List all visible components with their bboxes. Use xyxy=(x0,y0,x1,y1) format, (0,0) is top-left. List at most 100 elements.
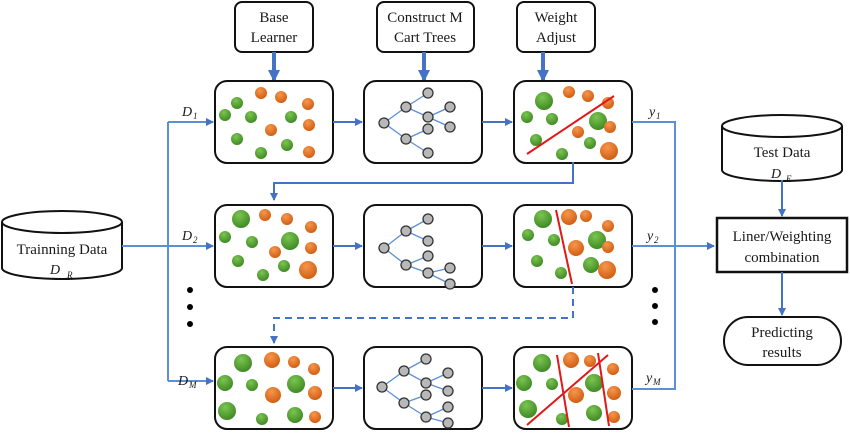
tree-node xyxy=(398,365,410,377)
svg-text:M: M xyxy=(188,380,197,390)
tree-node xyxy=(378,117,390,129)
green-sample xyxy=(585,374,603,392)
data-panel-row-1 xyxy=(214,80,334,164)
orange-sample xyxy=(269,246,281,258)
orange-sample xyxy=(308,363,320,375)
orange-sample xyxy=(607,386,621,400)
svg-text:y: y xyxy=(647,105,656,120)
orange-sample xyxy=(568,240,584,256)
test-data-sub: E xyxy=(785,174,792,184)
orange-sample xyxy=(602,241,614,253)
svg-text:y: y xyxy=(644,371,653,386)
tree-node xyxy=(420,353,432,365)
orange-sample xyxy=(309,411,321,423)
green-sample xyxy=(534,210,552,228)
orange-sample xyxy=(607,363,619,375)
green-sample xyxy=(281,139,293,151)
svg-text:M: M xyxy=(652,377,661,387)
tree-panel-row-2 xyxy=(363,204,483,290)
orange-sample xyxy=(305,242,317,254)
svg-text:D: D xyxy=(181,105,192,120)
tree-node xyxy=(422,123,434,135)
tree-node xyxy=(422,267,434,279)
green-sample xyxy=(287,375,305,393)
base-learner-line1: Base xyxy=(259,10,289,26)
green-sample xyxy=(255,147,267,159)
green-sample xyxy=(287,407,303,423)
construct-line1: Construct M xyxy=(387,10,462,26)
orange-sample xyxy=(265,387,281,403)
green-sample xyxy=(584,137,596,149)
tree-node xyxy=(442,401,454,413)
orange-sample xyxy=(563,86,575,98)
weight-adjust-box: Weight Adjust xyxy=(516,1,596,53)
training-data-label: Trainning Data xyxy=(17,242,108,258)
training-data-sub: R xyxy=(66,270,73,280)
green-sample xyxy=(535,92,553,110)
test-data-label: Test Data xyxy=(754,145,811,161)
predicting-results-box: Predicting results xyxy=(723,316,842,366)
orange-sample xyxy=(598,261,616,279)
green-sample xyxy=(555,267,567,279)
orange-sample xyxy=(561,209,577,225)
tree-node xyxy=(422,147,434,159)
data-panel-row-2 xyxy=(214,204,334,288)
orange-sample xyxy=(302,98,314,110)
green-sample xyxy=(546,113,558,125)
green-sample xyxy=(583,257,599,273)
tree-node xyxy=(442,367,454,379)
output-collector-line xyxy=(632,121,676,390)
orange-sample xyxy=(572,126,584,138)
orange-sample xyxy=(264,352,280,368)
ellipsis-right xyxy=(652,287,658,325)
orange-sample xyxy=(275,91,287,103)
svg-text:1: 1 xyxy=(656,111,661,121)
tree-node xyxy=(422,235,434,247)
green-sample xyxy=(519,400,537,418)
weight-adjust-line1: Weight xyxy=(535,10,579,26)
combination-box: Liner/Weighting combination xyxy=(715,216,849,274)
weight-adjust-line2: Adjust xyxy=(536,30,577,46)
green-sample xyxy=(232,255,244,267)
tree-node xyxy=(398,397,410,409)
svg-text:D: D xyxy=(177,374,188,389)
tree-node xyxy=(442,385,454,397)
orange-sample xyxy=(303,146,315,158)
orange-sample xyxy=(299,261,317,279)
green-sample xyxy=(256,413,268,425)
tree-panel-row-1 xyxy=(363,80,483,164)
tree-node xyxy=(444,121,456,133)
tree-node xyxy=(400,259,412,271)
green-sample xyxy=(219,109,231,121)
orange-sample xyxy=(602,220,614,232)
orange-sample xyxy=(582,90,594,102)
tree-node xyxy=(444,262,456,274)
tree-node xyxy=(422,213,434,225)
combination-line2: combination xyxy=(745,250,820,266)
green-sample xyxy=(231,97,243,109)
green-sample xyxy=(278,260,290,272)
green-sample xyxy=(556,413,568,425)
orange-sample xyxy=(288,356,300,368)
green-sample xyxy=(219,231,231,243)
orange-sample xyxy=(265,124,277,136)
panels xyxy=(214,80,633,430)
svg-text:1: 1 xyxy=(193,111,198,121)
classifier-panel-row-1 xyxy=(513,80,633,164)
tree-node xyxy=(422,250,434,262)
tree-node xyxy=(420,389,432,401)
tree-node xyxy=(400,225,412,237)
orange-sample xyxy=(600,142,618,160)
decision-boundary xyxy=(556,354,570,428)
tree-node xyxy=(420,411,432,423)
orange-sample xyxy=(563,352,579,368)
orange-sample xyxy=(584,355,596,367)
tree-node xyxy=(444,101,456,113)
orange-sample xyxy=(580,210,592,222)
green-sample xyxy=(285,111,297,123)
